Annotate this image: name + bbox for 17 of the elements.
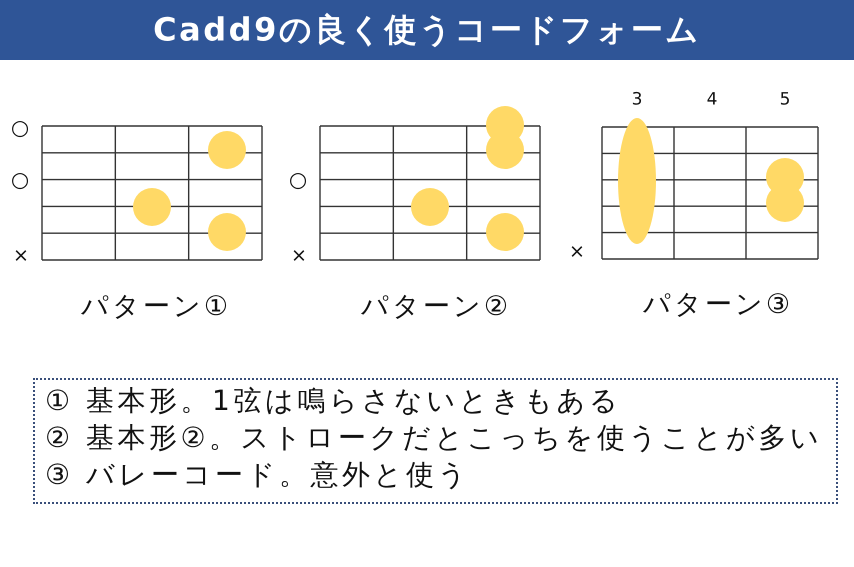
fret-number: 4 (706, 90, 718, 110)
muted-string-mark: × (291, 246, 307, 266)
fret-number: 3 (632, 90, 642, 110)
note-text: ③ バレーコード。意外と使う (45, 457, 470, 493)
pattern-caption: パターン③ (642, 290, 794, 320)
open-string-mark: ○ (10, 116, 30, 140)
muted-string-mark: × (13, 246, 29, 266)
pattern-caption: パターン① (80, 292, 232, 322)
note-box (33, 378, 838, 504)
open-string-mark: ○ (10, 168, 30, 192)
title: Cadd9の良く使うコードフォーム (153, 12, 701, 48)
open-string-mark: ○ (288, 168, 308, 192)
note-text: ① 基本形。1弦は鳴らさないときもある (45, 383, 622, 419)
pattern-caption: パターン② (360, 292, 512, 322)
fret-number: 5 (780, 90, 790, 110)
muted-string-mark: × (569, 242, 585, 262)
note-text: ② 基本形②。ストロークだとこっちを使うことが多い (45, 420, 823, 456)
